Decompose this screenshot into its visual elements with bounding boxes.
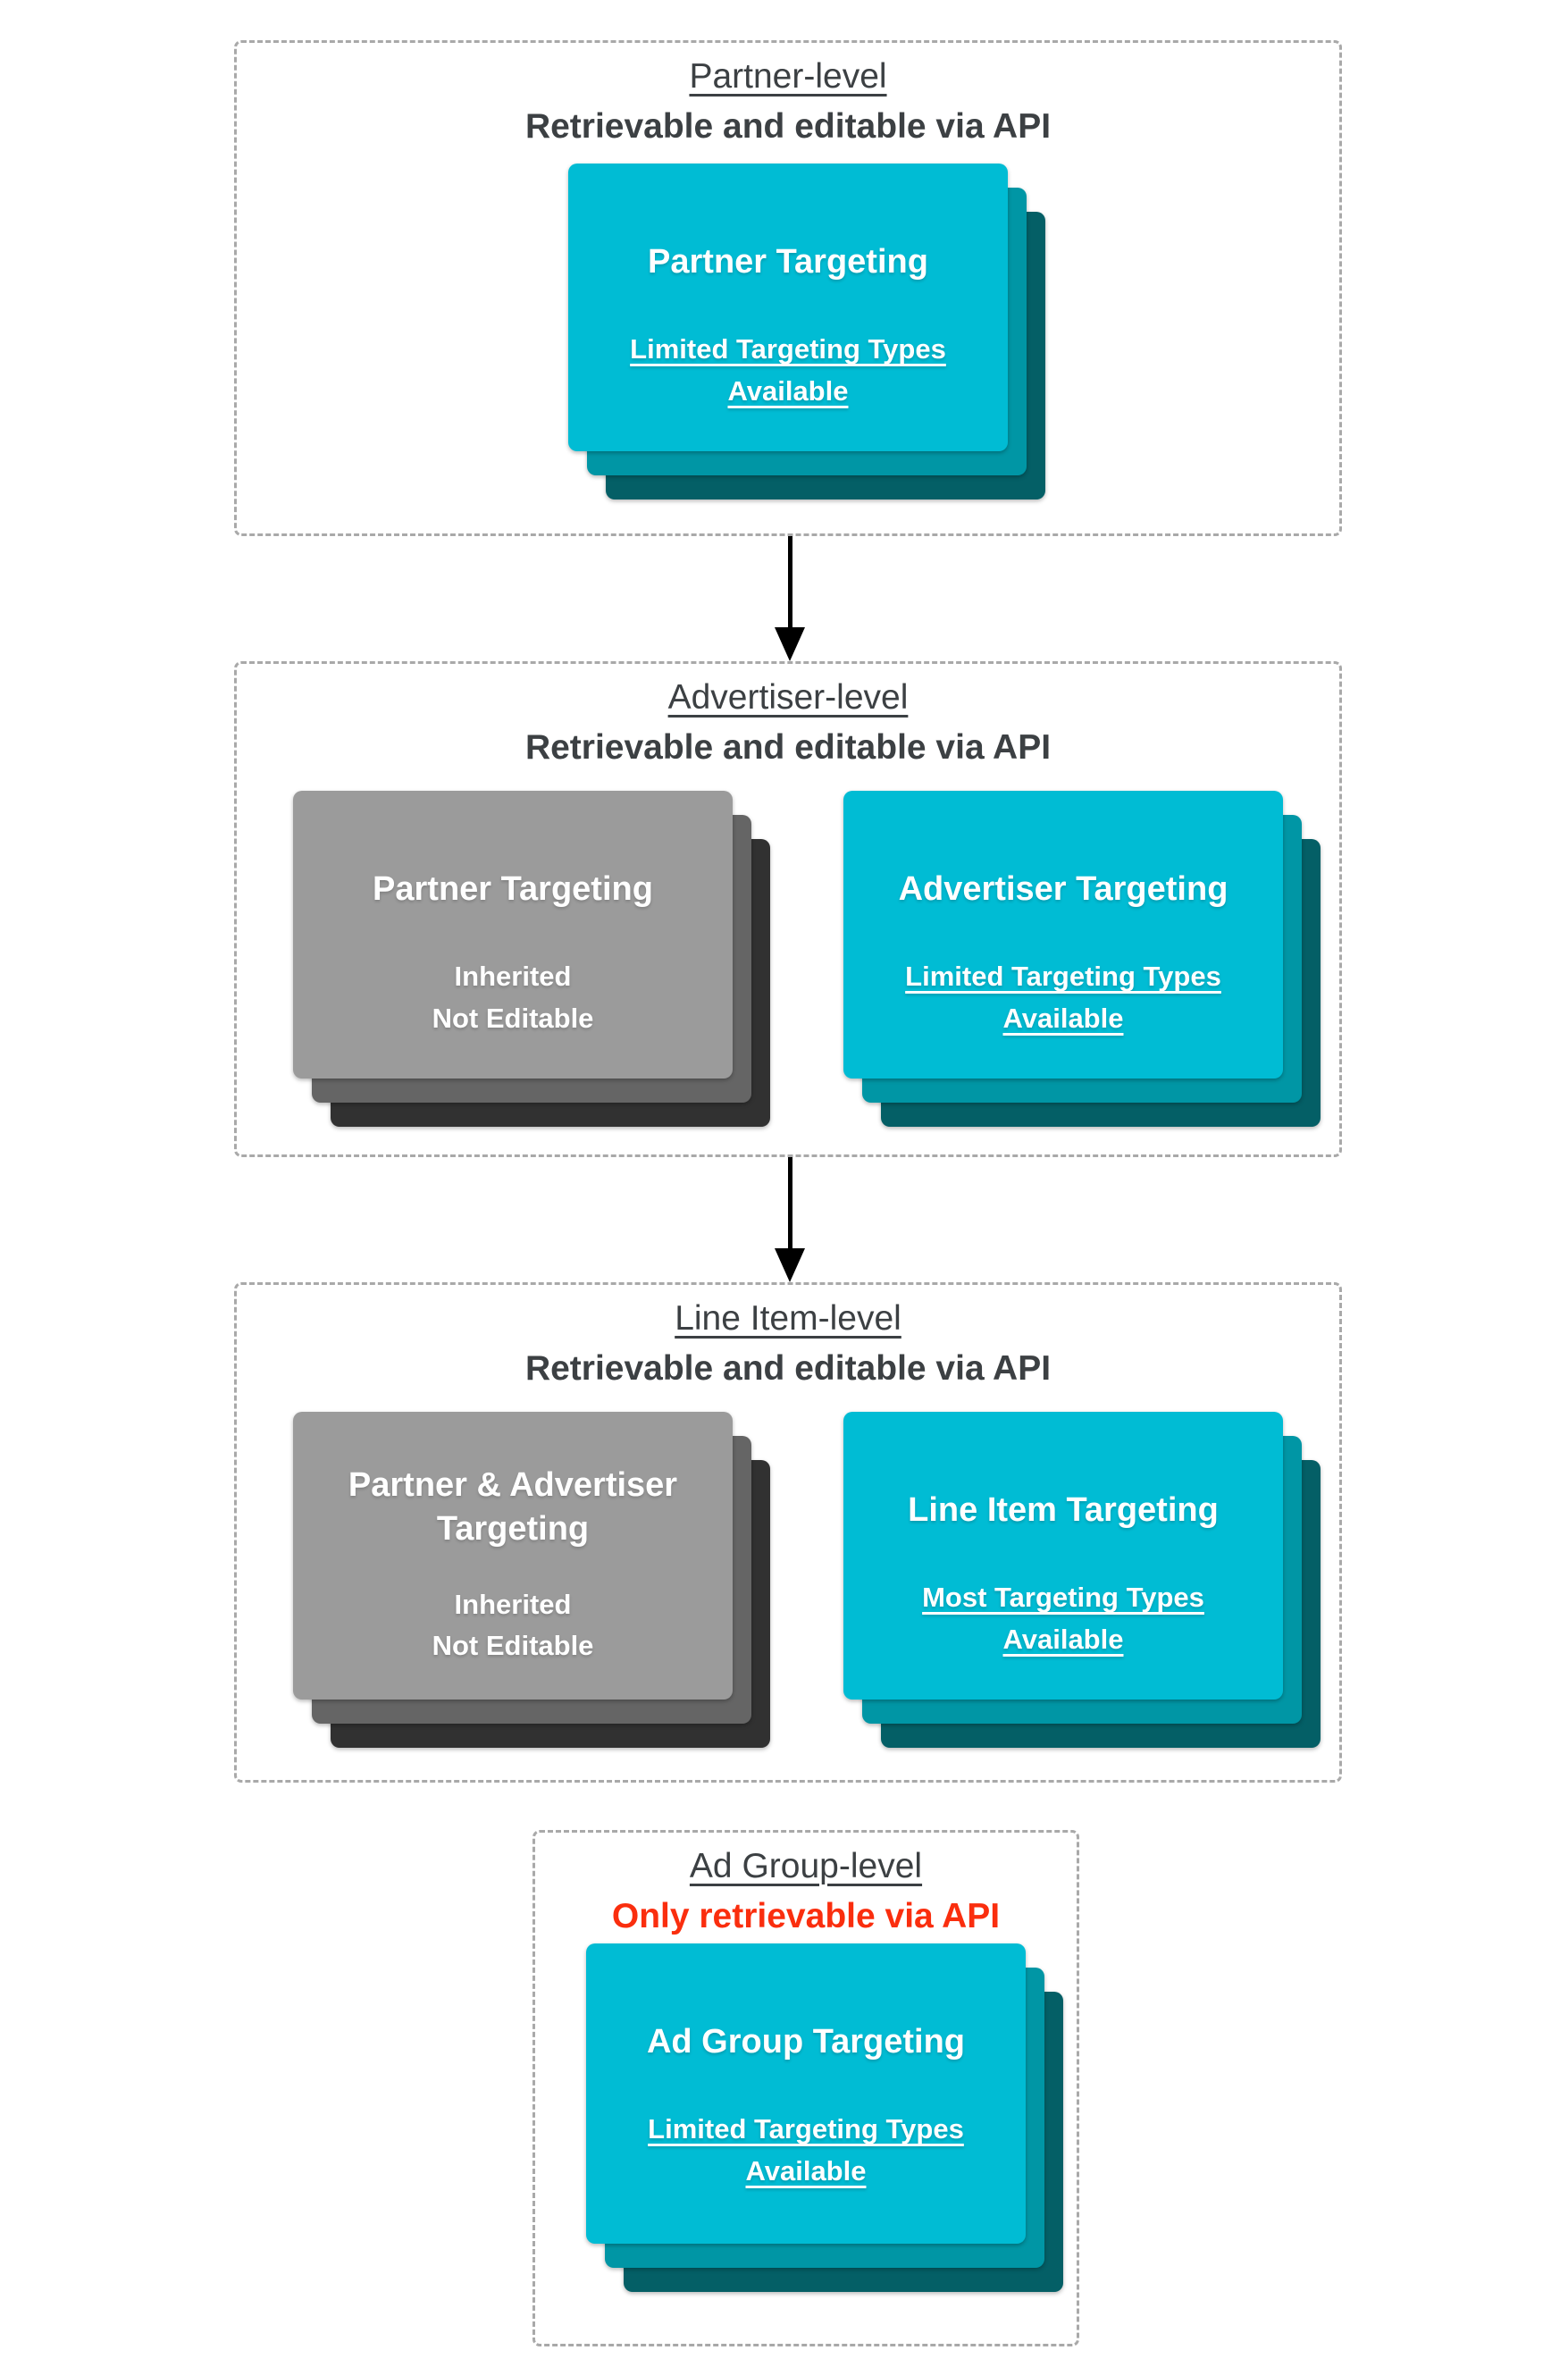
section-line-item-level: Line Item-level Retrievable and editable… (234, 1282, 1342, 1783)
card-body: Inherited Not Editable (432, 961, 594, 1034)
card-title: Ad Group Targeting (646, 2023, 966, 2061)
card-body: Most Targeting Types Available (922, 1582, 1204, 1655)
card-title: Partner Targeting (648, 243, 928, 281)
cards-row: Partner Targeting Inherited Not Editable… (237, 791, 1339, 1127)
card-front: Partner Targeting Inherited Not Editable (293, 791, 733, 1079)
card-front: Advertiser Targeting Limited Targeting T… (843, 791, 1283, 1079)
cards-row: Partner & Advertiser Targeting Inherited… (237, 1412, 1339, 1748)
section-subtitle: Retrievable and editable via API (524, 106, 1052, 146)
section-title: Ad Group-level (689, 1847, 923, 1885)
card-partner-targeting: Partner Targeting Limited Targeting Type… (568, 164, 1045, 499)
card-front: Partner Targeting Limited Targeting Type… (568, 164, 1008, 451)
section-subtitle: Retrievable and editable via API (524, 727, 1052, 767)
card-title: Partner Targeting (373, 870, 653, 908)
card-title: Line Item Targeting (908, 1491, 1219, 1529)
card-partner-targeting-inherited: Partner Targeting Inherited Not Editable (293, 791, 770, 1127)
card-partner-advertiser-targeting-inherited: Partner & Advertiser Targeting Inherited… (293, 1412, 770, 1748)
card-body: Inherited Not Editable (432, 1588, 594, 1662)
section-partner-level: Partner-level Retrievable and editable v… (234, 40, 1342, 536)
card-front: Partner & Advertiser Targeting Inherited… (293, 1412, 733, 1700)
section-subtitle: Retrievable and editable via API (524, 1348, 1052, 1388)
card-title: Advertiser Targeting (898, 870, 1228, 908)
card-line-item-targeting: Line Item Targeting Most Targeting Types… (843, 1412, 1321, 1748)
card-ad-group-targeting: Ad Group Targeting Limited Targeting Typ… (586, 1943, 1063, 2292)
card-advertiser-targeting: Advertiser Targeting Limited Targeting T… (843, 791, 1321, 1127)
section-advertiser-level: Advertiser-level Retrievable and editabl… (234, 661, 1342, 1157)
cards-row: Ad Group Targeting Limited Targeting Typ… (535, 1943, 1077, 2292)
card-body: Limited Targeting Types Available (630, 333, 946, 407)
card-front: Line Item Targeting Most Targeting Types… (843, 1412, 1283, 1700)
card-title: Partner & Advertiser Targeting (348, 1466, 678, 1549)
section-subtitle-warning: Only retrievable via API (611, 1896, 1001, 1935)
section-title: Partner-level (689, 57, 887, 96)
card-front: Ad Group Targeting Limited Targeting Typ… (586, 1943, 1026, 2244)
section-title: Line Item-level (675, 1299, 901, 1338)
cards-row: Partner Targeting Limited Targeting Type… (237, 164, 1339, 499)
card-body: Limited Targeting Types Available (905, 961, 1221, 1034)
section-title: Advertiser-level (667, 678, 909, 717)
card-body: Limited Targeting Types Available (648, 2113, 964, 2187)
section-ad-group-level: Ad Group-level Only retrievable via API … (532, 1830, 1079, 2346)
